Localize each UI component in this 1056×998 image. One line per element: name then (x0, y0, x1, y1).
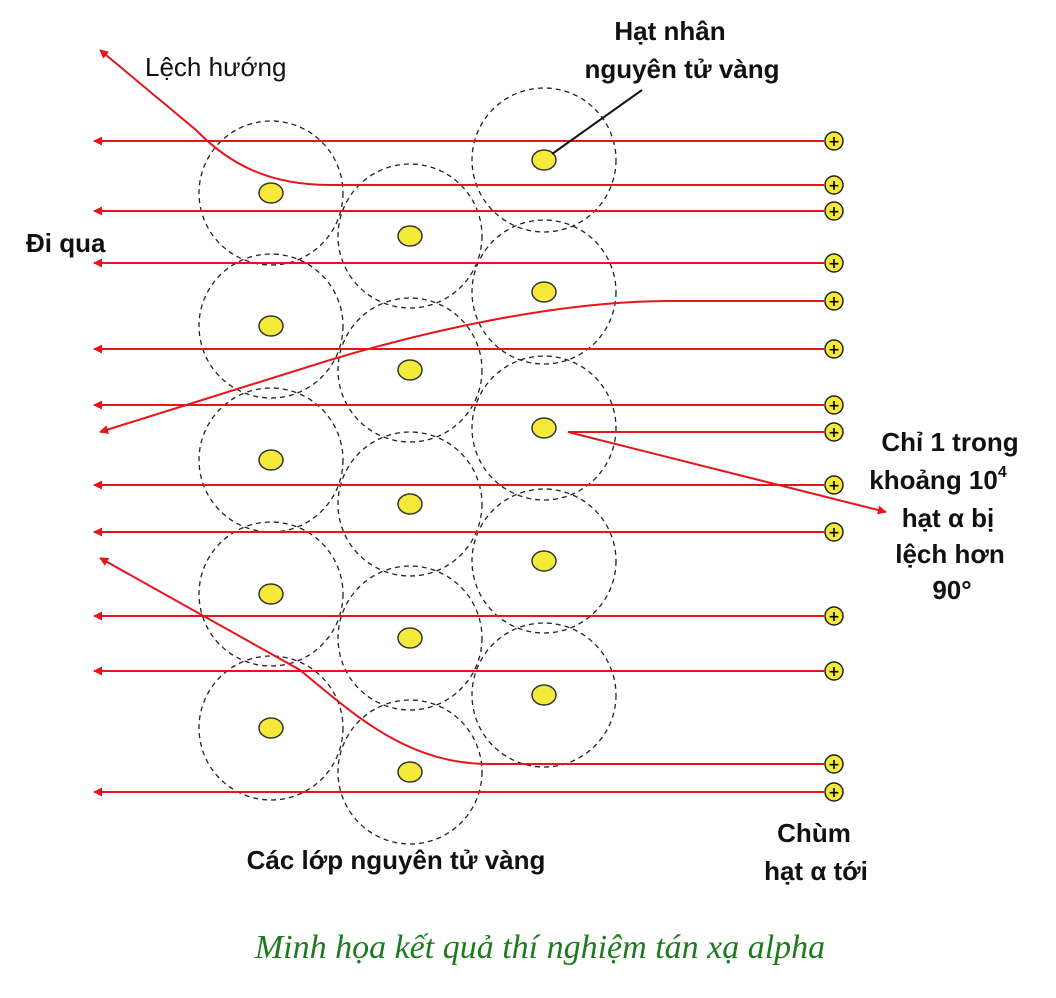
gold-atom (471, 622, 617, 768)
note-line1: Chỉ 1 trong (881, 427, 1018, 457)
gold-nucleus (397, 225, 423, 247)
svg-text:+: + (828, 664, 840, 680)
gold-atom (198, 655, 344, 801)
label-deflected: Lệch hướng (145, 52, 286, 82)
label-beam-line2: hạt α tới (764, 856, 868, 886)
gold-nucleus (531, 550, 557, 572)
alpha-particle: + (824, 522, 844, 542)
gold-atom (471, 355, 617, 501)
gold-nucleus (258, 315, 284, 337)
label-beam-line1: Chùm (777, 818, 851, 848)
alpha-particle: + (824, 201, 844, 221)
gold-atom (471, 87, 617, 233)
gold-nucleus (258, 717, 284, 739)
alpha-particle: + (824, 422, 844, 442)
deflected-ray-bottom (99, 557, 824, 765)
gold-nucleus (258, 182, 284, 204)
alpha-ray-paths (93, 49, 887, 797)
gold-nucleus (531, 149, 557, 171)
gold-nucleus (258, 449, 284, 471)
nucleus-pointer-line (551, 89, 643, 155)
alpha-particle: + (824, 175, 844, 195)
gold-atom (471, 219, 617, 365)
svg-text:+: + (828, 757, 840, 773)
gold-nucleus (531, 281, 557, 303)
svg-text:+: + (828, 256, 840, 272)
alpha-particle: + (824, 782, 844, 802)
gold-atom (337, 431, 483, 577)
gold-nucleus (531, 684, 557, 706)
gold-atom (337, 163, 483, 309)
gold-atom (198, 521, 344, 667)
gold-atom (198, 253, 344, 399)
gold-nucleus (397, 359, 423, 381)
caption: Minh họa kết quả thí nghiệm tán xạ alpha (254, 929, 825, 966)
alpha-particle: + (824, 131, 844, 151)
gold-nucleus (397, 627, 423, 649)
alpha-particle: + (824, 395, 844, 415)
svg-text:+: + (828, 342, 840, 358)
incoming-alpha-particles: + + + + + + + + + + + + + + (824, 131, 844, 802)
alpha-particle: + (824, 606, 844, 626)
gold-atom (471, 488, 617, 634)
gold-nucleus (397, 761, 423, 783)
svg-text:+: + (828, 294, 840, 310)
gold-atom (198, 120, 344, 266)
label-nucleus-line2: nguyên tử vàng (584, 54, 779, 84)
gold-nucleus (258, 583, 284, 605)
backscattered-ray (567, 431, 887, 515)
label-pass-through: Đi qua (26, 228, 106, 258)
note-line4: lệch hơn (895, 539, 1005, 569)
alpha-particle: + (824, 754, 844, 774)
gold-nucleus (531, 417, 557, 439)
label-nucleus-line1: Hạt nhân (614, 16, 725, 46)
alpha-particle: + (824, 291, 844, 311)
label-gold-layers: Các lớp nguyên tử vàng (247, 845, 546, 875)
alpha-particle: + (824, 253, 844, 273)
svg-text:+: + (828, 204, 840, 220)
note-line3: hạt α bị (902, 503, 995, 533)
svg-text:+: + (828, 785, 840, 801)
svg-text:+: + (828, 425, 840, 441)
svg-text:+: + (828, 478, 840, 494)
gold-atom (337, 565, 483, 711)
gold-atom-layers (198, 87, 617, 845)
alpha-particle: + (824, 339, 844, 359)
svg-text:+: + (828, 134, 840, 150)
note-line5: 90° (932, 575, 971, 605)
gold-atom (337, 297, 483, 443)
svg-text:+: + (828, 178, 840, 194)
svg-text:+: + (828, 525, 840, 541)
svg-text:+: + (828, 398, 840, 414)
alpha-particle: + (824, 661, 844, 681)
note-line2: khoảng 104 (869, 464, 1007, 495)
note-exponent: 4 (998, 464, 1007, 481)
gold-nuclei (258, 149, 557, 783)
deflected-ray-top (99, 49, 824, 186)
deflected-ray-middle (99, 300, 824, 434)
alpha-particle: + (824, 475, 844, 495)
gold-nucleus (397, 493, 423, 515)
svg-text:+: + (828, 609, 840, 625)
gold-atom (337, 699, 483, 845)
